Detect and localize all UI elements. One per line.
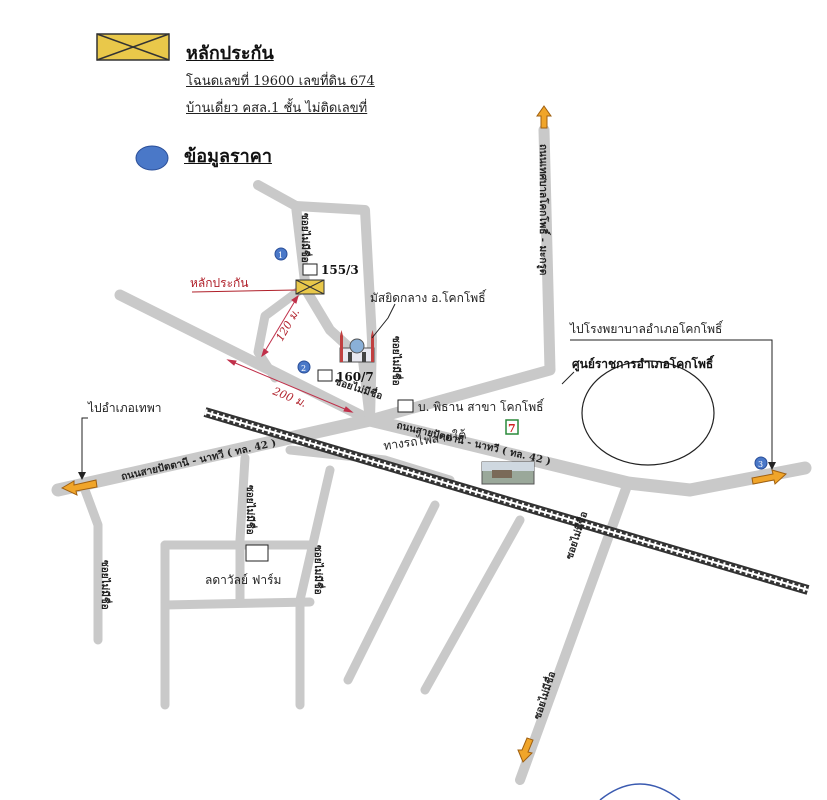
svg-text:1: 1	[278, 251, 283, 260]
deed-number-text: โฉนดเลขที่ 19600 เลขที่ดิน 674	[186, 74, 375, 89]
price-marker-3	[754, 456, 768, 470]
company-box	[397, 399, 414, 413]
house-type-text: บ้านเดี่ยว คสล.1 ชั้น ไม่ติดเลขที่	[186, 101, 368, 116]
house-155-label: 155/3	[321, 263, 359, 277]
direction-arrows	[60, 105, 788, 763]
arrow-left-icon	[60, 479, 98, 496]
soi-label-left: ซอยไม่มีชื่อ	[99, 560, 113, 610]
mosque-icon	[339, 330, 375, 363]
road-right-vertical-label: ถนนเทศบาลโคกโพธิ์ - มะกรูด	[536, 144, 551, 275]
railway	[203, 407, 810, 595]
mosque-label: มัสยิดกลาง อ.โคกโพธิ์	[370, 289, 487, 305]
gov-center-label: ศูนย์ราชการอำเภอโคกโพธิ์	[572, 355, 715, 372]
svg-text:7: 7	[508, 422, 516, 435]
hospital-pointer	[570, 339, 773, 468]
svg-text:3: 3	[758, 460, 763, 469]
house-155-box	[302, 263, 318, 276]
road-left-vertical	[80, 485, 103, 645]
price-markers: 1 2 3	[274, 247, 768, 470]
gov-center-pointer	[561, 371, 575, 385]
railway-photo	[481, 461, 535, 485]
to-thepha-pointer	[81, 417, 88, 478]
to-thepha-arrowhead	[78, 472, 86, 480]
price-marker-icon	[135, 145, 169, 171]
hospital-label: ไปโรงพยาบาลอำเภอโคกโพธิ์	[569, 320, 724, 336]
arrow-right-icon	[751, 469, 788, 485]
distance-markers	[226, 294, 354, 413]
stamp-fragment	[599, 783, 681, 800]
collateral-map-marker	[295, 279, 325, 295]
soi-collateral-branch	[291, 201, 377, 425]
soi-collateral	[253, 180, 375, 425]
mosque-pointer	[371, 303, 396, 339]
farm-box	[245, 544, 269, 562]
seven-eleven-icon: 7	[505, 419, 519, 435]
road-network	[51, 124, 812, 785]
road-lower-4	[343, 500, 440, 685]
arrow-down-icon	[517, 737, 534, 763]
price-legend-title: ข้อมูลราคา	[184, 146, 272, 167]
soi-label-farm: ซอยไม่มีชื่อ	[244, 485, 258, 535]
collateral-legend-title: หลักประกัน	[186, 43, 274, 64]
house-160-box	[317, 369, 333, 382]
road-farm-bottom	[160, 597, 315, 610]
soi-label-collateral: ซอยไม่มีชื่อ	[299, 213, 313, 263]
house-160-label: 160/7	[336, 370, 374, 384]
company-label: บ. พิธาน สาขา โคกโพธิ์	[418, 398, 545, 414]
price-marker-1	[274, 247, 288, 261]
road-lower-5	[420, 515, 525, 695]
government-center-area	[581, 360, 715, 466]
price-marker-2	[297, 360, 311, 374]
collateral-legend-icon	[96, 33, 170, 61]
soi-label-right-branch: ซอยไม่มีชื่อ	[390, 336, 404, 386]
arrow-up-icon	[536, 105, 552, 129]
to-thepha-label: ไปอำเภอเทพา	[87, 401, 161, 415]
collateral-pointer	[191, 289, 297, 293]
svg-text:2: 2	[301, 364, 306, 373]
road-right-vertical	[364, 124, 556, 426]
soi-small	[253, 285, 305, 383]
soi-label-lower: ซอยไม่มีชื่อ	[312, 545, 326, 595]
hospital-pointer-arrowhead	[768, 462, 776, 470]
farm-label: ลดาวัลย์ ฟาร์ม	[205, 573, 281, 587]
road-diagonal	[114, 289, 376, 426]
road-lower-1	[235, 453, 250, 607]
highway-label-left: ถนนสายปัตตานี - นาทวี ( ทล. 42 )	[120, 437, 277, 483]
collateral-map-label: หลักประกัน	[190, 276, 249, 290]
